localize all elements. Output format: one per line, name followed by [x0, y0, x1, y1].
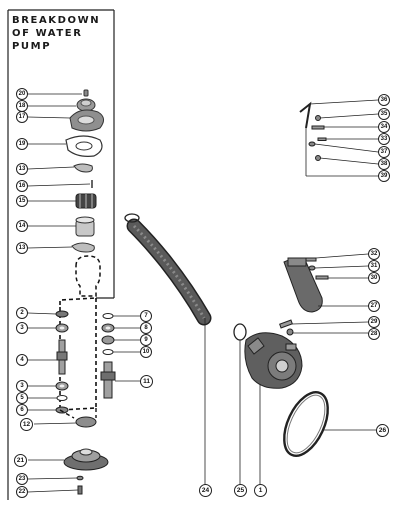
- callout-23: 23: [16, 473, 28, 485]
- hose-clamp-upper: [124, 213, 140, 223]
- callout-34: 34: [378, 121, 390, 133]
- callout-3-upper: 3: [16, 322, 28, 334]
- part-23-washer: [76, 475, 84, 481]
- callout-39: 39: [378, 170, 390, 182]
- callout-8: 8: [140, 322, 152, 334]
- part-2-seal: [55, 310, 69, 318]
- part-22-screw: [77, 485, 83, 495]
- part-3-bearing-lower: [55, 381, 69, 391]
- part-13-plate-upper: [73, 163, 93, 173]
- part-21-cover: [63, 448, 109, 471]
- callout-6: 6: [16, 404, 28, 416]
- leader-lines: [27, 93, 379, 493]
- callout-12: 12: [20, 418, 33, 431]
- part-12-base: [59, 408, 97, 428]
- pump-body-dashed-outline: [75, 255, 101, 297]
- title-line-2: OF WATER: [12, 28, 83, 39]
- callout-11: 11: [140, 375, 153, 388]
- part-37-washer: [308, 141, 316, 147]
- callout-29: 29: [368, 316, 380, 328]
- callout-37: 37: [378, 146, 390, 158]
- part-30-bolt: [315, 275, 329, 280]
- part-32-screw: [305, 257, 317, 262]
- part-8-bearing: [101, 323, 115, 333]
- callout-15: 15: [16, 195, 28, 207]
- callout-24: 24: [199, 484, 212, 497]
- part-24-hose: [126, 218, 212, 326]
- callout-19: 19: [16, 138, 28, 150]
- callout-31: 31: [368, 260, 380, 272]
- callout-35: 35: [378, 108, 390, 120]
- part-20-screw: [83, 89, 89, 97]
- part-10-ring: [102, 349, 114, 355]
- exploded-view-frame: [7, 9, 115, 500]
- callout-10: 10: [140, 346, 152, 358]
- part-26-belt: [283, 391, 329, 457]
- part-25-hose-clamp: [233, 323, 247, 341]
- part-7-ring: [102, 313, 114, 319]
- part-13-plate-lower: [71, 242, 95, 253]
- part-15-impeller: [75, 193, 97, 209]
- callout-26: 26: [376, 424, 389, 437]
- callout-4: 4: [16, 354, 28, 366]
- callout-13-upper: 13: [16, 163, 28, 175]
- part-4-shaft: [56, 339, 68, 375]
- callout-3-lower: 3: [16, 380, 28, 392]
- callout-7: 7: [140, 310, 152, 322]
- part-17-housing: [69, 109, 104, 132]
- callout-36: 36: [378, 94, 390, 106]
- callout-27: 27: [368, 300, 380, 312]
- callout-25: 25: [234, 484, 247, 497]
- callout-30: 30: [368, 272, 380, 284]
- callout-21: 21: [14, 454, 27, 467]
- part-35-nut: [315, 115, 321, 121]
- callout-16: 16: [16, 180, 28, 192]
- callout-20: 20: [16, 88, 28, 100]
- callout-28: 28: [368, 328, 380, 340]
- part-33-screw: [317, 137, 327, 141]
- title-line-3: PUMP: [12, 41, 52, 52]
- part-19-gasket: [65, 135, 103, 157]
- callout-1: 1: [254, 484, 267, 497]
- callout-5: 5: [16, 392, 28, 404]
- callout-38: 38: [378, 158, 390, 170]
- part-34-bolt: [311, 125, 325, 130]
- part-36-rod: [299, 101, 312, 129]
- part-31-washer: [308, 265, 316, 271]
- callout-9: 9: [140, 334, 152, 346]
- callout-2: 2: [16, 307, 28, 319]
- part-14-liner: [75, 216, 95, 237]
- callout-13-lower: 13: [16, 242, 28, 254]
- callout-33: 33: [378, 133, 390, 145]
- part-9-bearing: [101, 335, 115, 345]
- callout-32: 32: [368, 248, 380, 260]
- callout-22: 22: [16, 486, 28, 498]
- part-18-cap: [76, 98, 96, 112]
- part-6-washer: [55, 406, 69, 414]
- callout-14: 14: [16, 220, 28, 232]
- part-1-water-pump: [244, 332, 303, 389]
- part-3-bearing-upper: [55, 323, 69, 333]
- part-29-bolt: [279, 319, 293, 329]
- part-28-nut: [286, 328, 294, 336]
- part-27-bracket: [283, 257, 323, 313]
- part-38-nut: [315, 155, 321, 161]
- part-5-ring: [56, 395, 68, 401]
- part-11-shaft: [100, 361, 116, 399]
- title-line-1: BREAKDOWN: [12, 15, 101, 26]
- callout-17: 17: [16, 111, 28, 123]
